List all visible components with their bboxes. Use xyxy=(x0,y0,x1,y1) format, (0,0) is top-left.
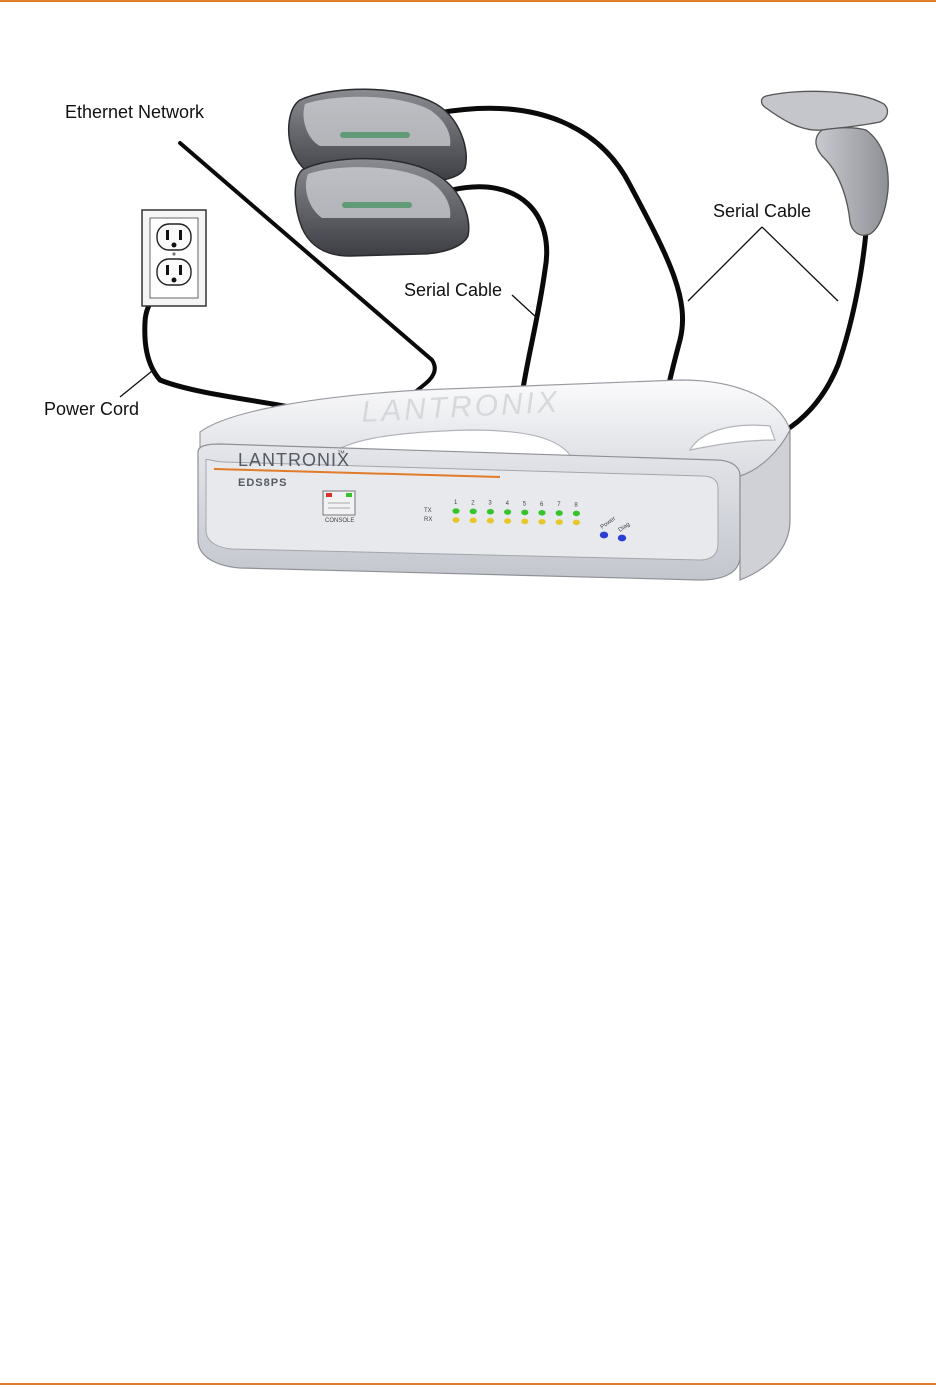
tx-led-8 xyxy=(572,510,581,517)
port-number-2: 2 xyxy=(471,500,475,506)
rx-led-8 xyxy=(572,519,581,526)
port-number-5: 5 xyxy=(523,501,527,507)
leader-lines xyxy=(119,226,839,398)
leader-serial-left xyxy=(511,294,538,319)
console-port xyxy=(322,490,356,516)
tx-led-7 xyxy=(555,510,563,516)
tx-led-2 xyxy=(469,508,477,515)
port-number-3: 3 xyxy=(488,501,492,507)
tx-led-3 xyxy=(486,508,494,515)
tx-led-1 xyxy=(452,508,460,514)
device-trademark: ™ xyxy=(337,449,345,458)
ethernet-cable xyxy=(178,141,437,395)
wall-outlet-icon xyxy=(141,209,207,307)
device-model: EDS8PS xyxy=(238,477,287,489)
port-number-8: 8 xyxy=(574,502,578,508)
ethernet-network-label: Ethernet Network xyxy=(65,102,205,122)
serial-cable-modem-lower xyxy=(449,184,550,398)
rx-led-3 xyxy=(486,517,494,524)
rx-led-5 xyxy=(521,518,529,525)
rx-led-4 xyxy=(504,518,512,524)
tx-label: TX xyxy=(424,508,432,514)
tx-led-6 xyxy=(538,509,546,516)
modem-icon xyxy=(287,88,467,183)
top-accent-rule xyxy=(0,0,936,2)
leader-power xyxy=(119,370,153,398)
leader-serial-right-b xyxy=(761,226,839,302)
port-number-4: 4 xyxy=(506,501,510,507)
serial-cable-label-right: Serial Cable xyxy=(713,201,812,221)
serial-cable-modem-upper xyxy=(435,105,685,411)
power-cord-label: Power Cord xyxy=(44,399,140,419)
rx-led-7 xyxy=(555,519,563,525)
console-label: CONSOLE xyxy=(325,518,354,524)
barcode-scanner-icon xyxy=(760,90,889,236)
status-led-diag xyxy=(617,534,627,542)
cables xyxy=(142,105,869,435)
rx-led-1 xyxy=(452,517,460,523)
device-server-icon xyxy=(197,379,791,581)
leader-serial-right-a xyxy=(687,226,763,302)
bottom-accent-rule xyxy=(0,1383,936,1385)
port-led-array: 1 2 3 4 5 6 7 8 xyxy=(452,500,581,526)
status-label-diag: Diag xyxy=(618,522,632,534)
port-number-1: 1 xyxy=(454,500,458,506)
status-led-power xyxy=(599,531,609,539)
port-number-6: 6 xyxy=(540,502,544,508)
modem-icon xyxy=(294,157,470,257)
tx-led-4 xyxy=(504,509,512,515)
rx-label: RX xyxy=(424,517,432,523)
rx-led-2 xyxy=(469,517,477,524)
serial-cable-scanner xyxy=(780,229,869,435)
port-number-7: 7 xyxy=(557,502,561,508)
device-brand: LANTRONIX xyxy=(238,450,350,470)
rx-led-6 xyxy=(538,518,546,525)
tx-led-5 xyxy=(521,509,529,516)
serial-cable-label-left: Serial Cable xyxy=(404,280,503,300)
